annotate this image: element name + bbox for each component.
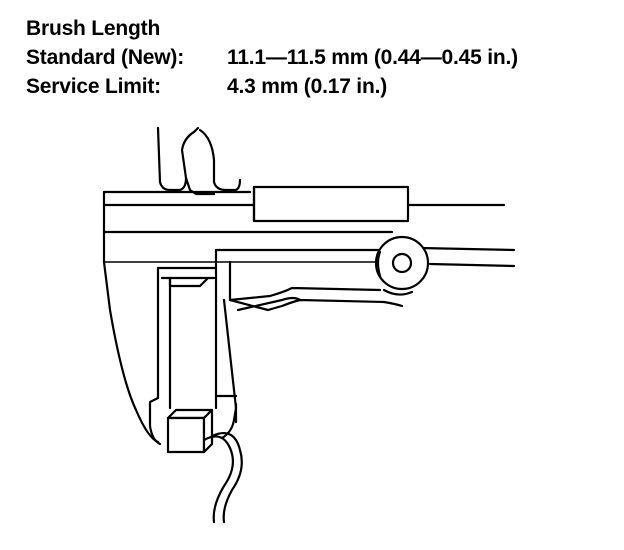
caliper-thumb-wheel-shadow [382,288,414,296]
caliper-fixed-jaw-outer [102,260,160,444]
brush-side-face [202,408,214,454]
caliper-thumb-wheel-rim [376,250,382,278]
limit-label: Service Limit: [26,75,161,98]
caliper-depth-tube [252,185,410,223]
vernier-caliper-icon [102,126,516,446]
lead-wire-right [210,432,243,524]
lead-wire-left [202,435,235,524]
caliper-fixed-jaw-inner [148,266,162,446]
caliper-upper-fixed-jaw [156,126,200,192]
spec-standard-row: Standard (New): 11.1—11.5 mm (0.44—0.45 … [26,43,616,72]
caliper-thumb-wheel [374,235,430,291]
spec-title-row: Brush Length [26,14,616,43]
standard-value: 11.1—11.5 mm (0.44—0.45 in.) [227,46,518,69]
caliper-upper-sliding-jaw [198,128,242,192]
limit-value: 4.3 mm (0.17 in.) [227,75,387,98]
carbon-brush-icon [166,408,214,454]
caliper-beam-right-upper [418,246,516,252]
spec-limit-row: Service Limit: 4.3 mm (0.17 in.) [26,72,616,101]
standard-label: Standard (New): [26,46,185,69]
spec-title: Brush Length [26,17,161,40]
brush-lead-wire-icon [202,432,243,524]
caliper-sliding-jaw-outer [220,298,238,440]
brush-length-spec: Brush Length Standard (New): 11.1—11.5 m… [26,14,616,101]
caliper-fixed-jaw-notch [168,276,210,288]
caliper-slider-inner-curve [236,296,302,312]
caliper-thumb-wheel-hub [391,252,413,274]
brush-front-face [166,416,206,454]
caliper-slider-body-line [228,260,382,302]
caliper-beam-right-lower [428,262,516,268]
